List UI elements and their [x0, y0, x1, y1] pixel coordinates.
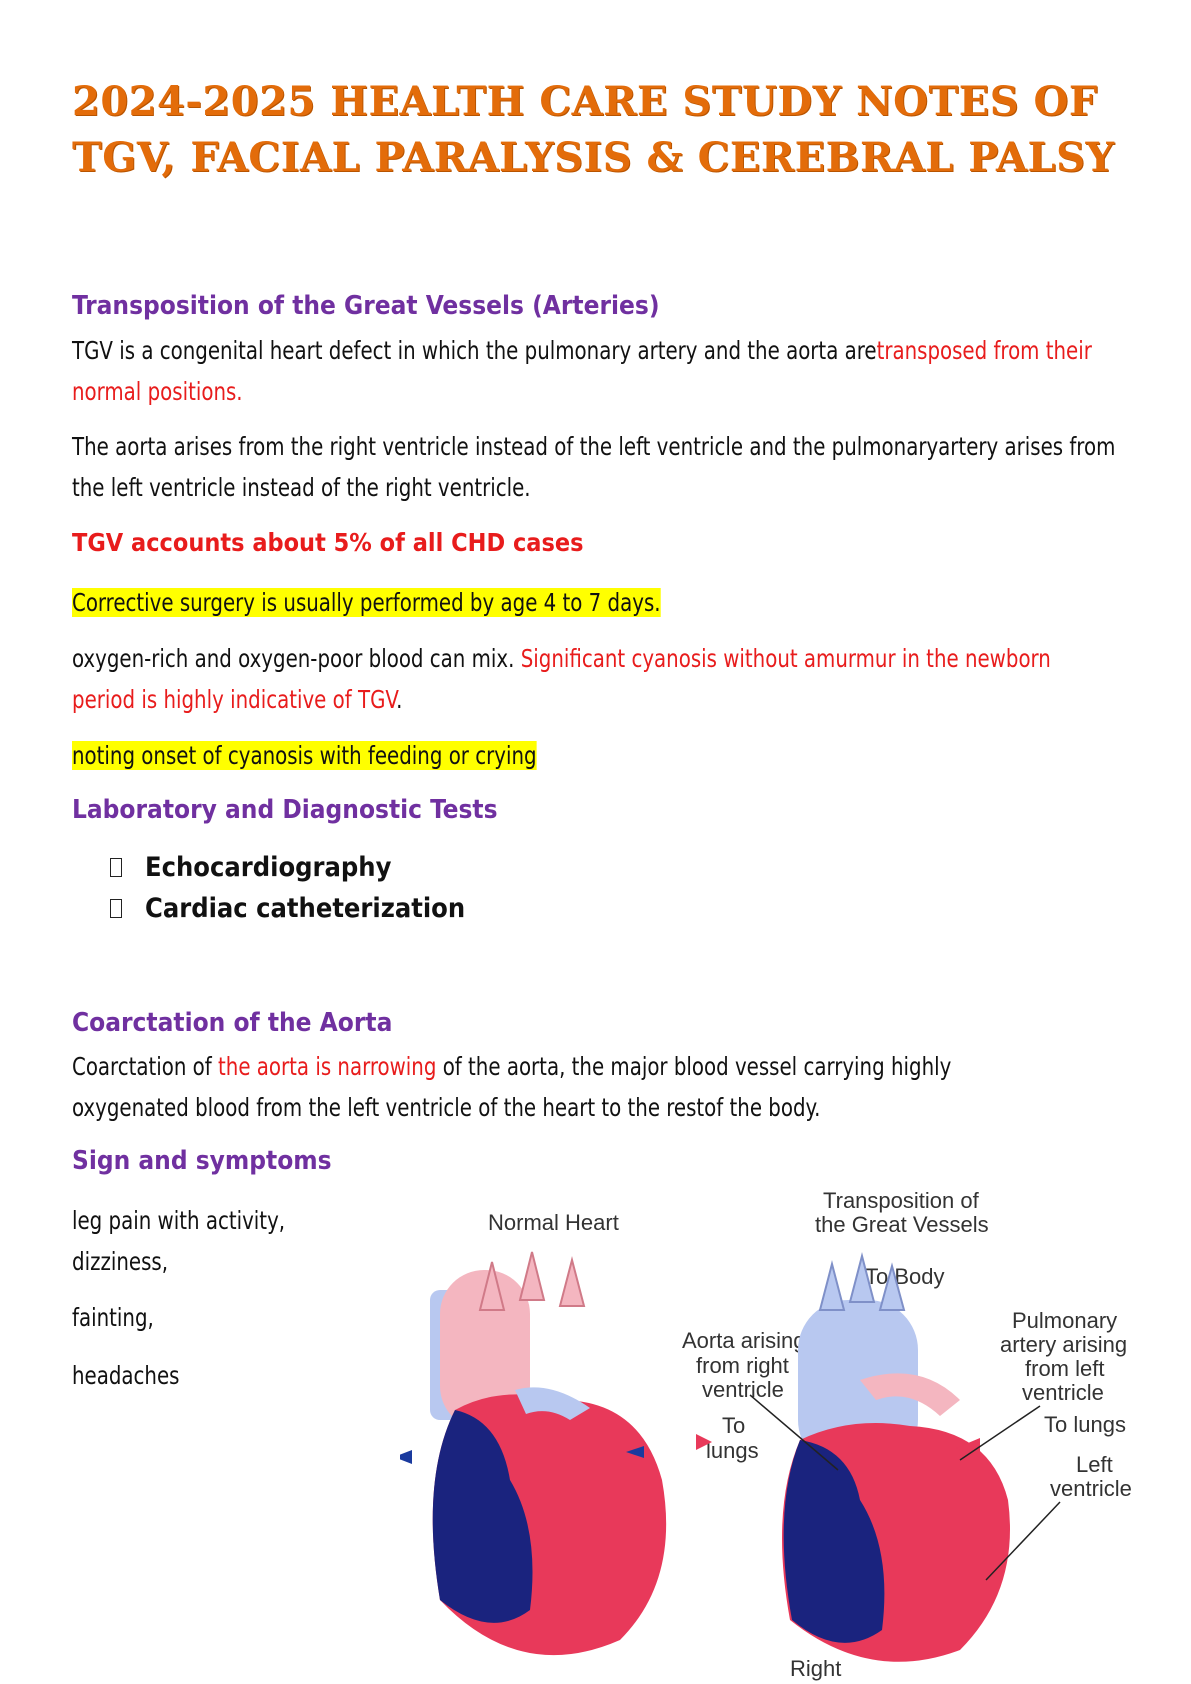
left-ventricle-pointer-line	[985, 1501, 1061, 1581]
pulmonary-label-4: ventricle	[1022, 1380, 1104, 1405]
cyanosis-text: oxygen-rich and oxygen-poor blood can mi…	[72, 644, 521, 673]
to-lungs-left-label-2: lungs	[706, 1438, 759, 1463]
lab-test-label: Echocardiography	[145, 852, 392, 883]
aortic-arch	[440, 1270, 530, 1430]
transposed-pulmonary-artery	[860, 1373, 960, 1416]
tgv-diagram-title-2: the Great Vessels	[815, 1212, 989, 1237]
tgv-diagram-title: Transposition of	[823, 1188, 980, 1213]
aortic-branches-tgv	[818, 1252, 906, 1311]
normal-heart-label: Normal Heart	[488, 1210, 619, 1235]
blue-arrow-icon	[400, 1450, 412, 1464]
list-item: Echocardiography	[110, 847, 465, 888]
left-ventricle-label-2: ventricle	[1050, 1476, 1132, 1501]
to-lungs-right-label: To lungs	[1044, 1412, 1126, 1437]
cyanosis-highlight: Significant cyanosis without amurmur in …	[72, 644, 1051, 714]
coarctation-highlight: the aorta is narrowing	[218, 1052, 437, 1081]
blue-arrow-icon-right	[626, 1446, 644, 1458]
to-lungs-left-label: To	[722, 1413, 745, 1438]
tgv-definition-text: TGV is a congenital heart defect in whic…	[72, 336, 877, 365]
bullet-icon	[110, 858, 122, 877]
document-title: 2024-2025 HEALTH CARE STUDY NOTES OF TGV…	[72, 78, 1115, 181]
right-ventricle-label: Right	[790, 1656, 841, 1681]
symptoms-heading: Sign and symptoms	[72, 1146, 332, 1176]
pulmonary-label-2: artery arising	[1000, 1332, 1127, 1357]
normal-heart-illustration	[400, 1251, 667, 1656]
tgv-definition-highlight: transposed from their normal positions.	[72, 336, 1092, 406]
coarctation-text: Coarctation of	[72, 1052, 219, 1081]
pulmonary-label-3: from left	[1025, 1356, 1104, 1381]
pulmonary-pointer-line	[959, 1405, 1041, 1461]
aorta-label-2: from right	[696, 1353, 789, 1378]
lab-test-list: Echocardiography Cardiac catheterization	[110, 847, 465, 929]
cyanosis-paragraph: oxygen-rich and oxygen-poor blood can mi…	[72, 638, 1119, 720]
lab-heading: Laboratory and Diagnostic Tests	[72, 795, 498, 825]
symptom-item: headaches	[72, 1361, 180, 1390]
tgv-right-chambers	[783, 1440, 885, 1643]
aorta-pointer-line	[749, 1394, 839, 1471]
surgery-note-text: Corrective surgery is usually performed …	[72, 588, 661, 617]
coarctation-heading: Coarctation of the Aorta	[72, 1008, 393, 1038]
heart-comparison-diagram: Normal Heart Transposition of the Great …	[400, 1188, 1132, 1681]
tgv-statistic: TGV accounts about 5% of all CHD cases	[72, 528, 584, 557]
coarctation-text-2: of the aorta, the major blood vessel car…	[436, 1052, 952, 1081]
symptom-item: fainting,	[72, 1303, 154, 1332]
pulmonary-artery	[515, 1387, 590, 1420]
lab-test-label: Cardiac catheterization	[145, 893, 466, 924]
left-ventricle-label: Left	[1076, 1452, 1113, 1477]
symptom-item: leg pain with activity,	[72, 1206, 286, 1235]
tgv-heart-illustration	[696, 1252, 1061, 1662]
to-body-label: To Body	[865, 1264, 945, 1289]
surgery-note: Corrective surgery is usually performed …	[72, 582, 1119, 623]
onset-note-text: noting onset of cyanosis with feeding or…	[72, 741, 537, 770]
aortic-branches	[478, 1251, 586, 1311]
coarctation-text-3: oxygenated blood from the left ventricle…	[72, 1093, 821, 1122]
aorta-label: Aorta arising	[682, 1328, 806, 1353]
tgv-definition: TGV is a congenital heart defect in whic…	[72, 330, 1119, 412]
pulmonary-label: Pulmonary	[1012, 1308, 1117, 1333]
red-arrow-icon-left	[696, 1434, 712, 1450]
cyanosis-end: .	[396, 685, 403, 714]
tgv-heading: Transposition of the Great Vessels (Arte…	[72, 291, 660, 321]
onset-note: noting onset of cyanosis with feeding or…	[72, 735, 1119, 776]
right-heart-chambers	[432, 1410, 533, 1623]
aorta-label-3: ventricle	[702, 1377, 784, 1402]
coarctation-paragraph: Coarctation of the aorta is narrowing of…	[72, 1046, 1119, 1128]
list-item: Cardiac catheterization	[110, 888, 465, 929]
tgv-anatomy-paragraph: The aorta arises from the right ventricl…	[72, 432, 1116, 502]
bullet-icon	[110, 899, 122, 918]
symptom-item: dizziness,	[72, 1247, 168, 1276]
red-arrow-icon	[956, 1438, 980, 1458]
